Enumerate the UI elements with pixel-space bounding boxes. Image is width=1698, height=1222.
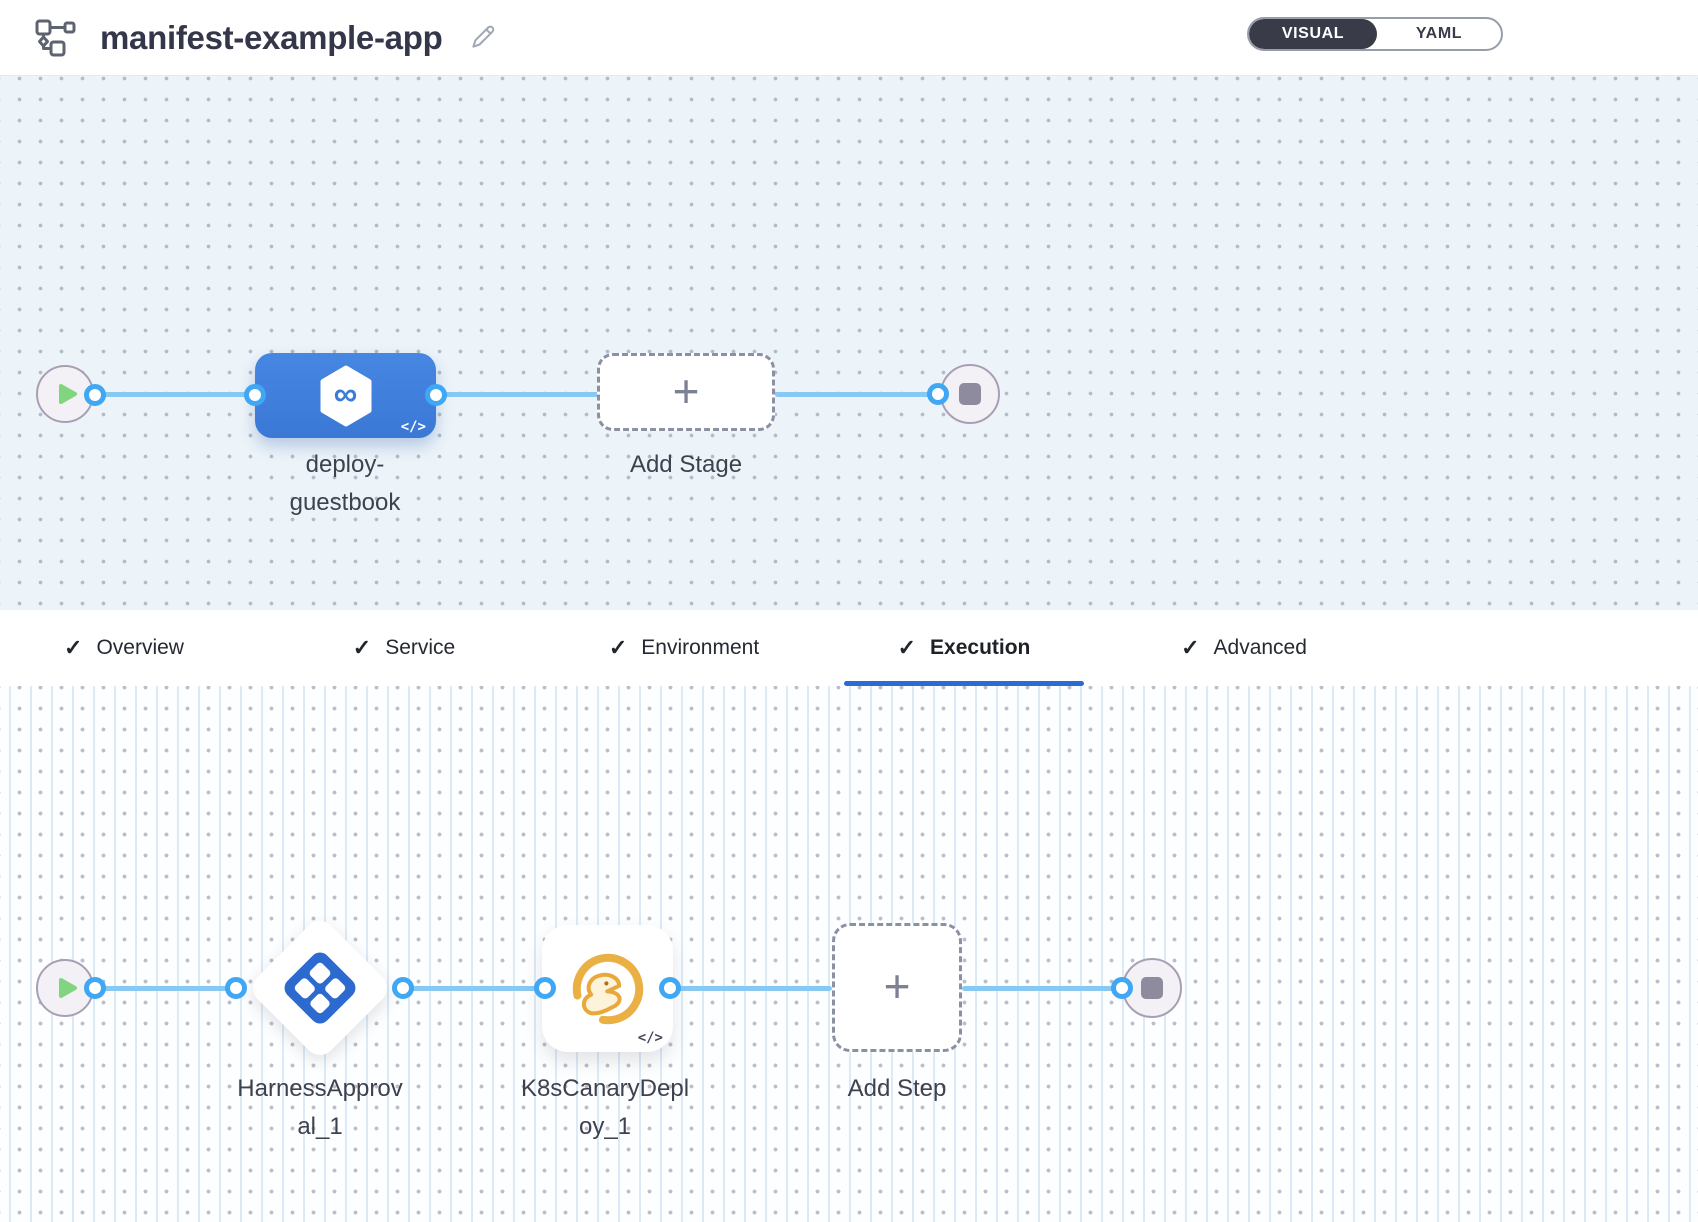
step-label-k8s-canary-deploy: K8sCanaryDepl oy_1 [520,1075,690,1140]
step-node-harness-approval[interactable] [246,914,394,1062]
connector-dot [927,383,949,405]
stop-icon [1141,977,1163,999]
step-node-k8s-canary-deploy[interactable]: </> [542,925,673,1052]
check-icon: ✓ [1181,635,1200,660]
tab-execution[interactable]: ✓ Execution [844,610,1084,686]
tab-label: Advanced [1213,636,1307,659]
execution-end-node [1122,958,1182,1018]
check-icon: ✓ [64,635,83,660]
edit-pipeline-name-button[interactable] [466,19,501,57]
pipeline-flowchart-icon [34,18,78,58]
connector-line [962,986,1122,991]
tab-label: Execution [930,636,1031,659]
connector-line [95,986,236,991]
visual-toggle-button[interactable]: VISUAL [1249,19,1377,49]
code-badge-icon: </> [400,419,426,435]
connector-dot [659,977,681,999]
tab-label: Overview [96,636,184,659]
connector-dot [1111,977,1133,999]
step-label-harness-approval: HarnessApprov al_1 [237,1075,403,1140]
connector-dot [84,384,106,406]
check-icon: ✓ [897,635,917,660]
check-icon: ✓ [352,635,372,660]
tab-advanced[interactable]: ✓ Advanced [1124,610,1364,686]
connector-dot [425,384,447,406]
play-icon [58,978,77,998]
infinity-icon: ∞ [333,375,358,412]
connector-line [403,986,545,991]
page-title: manifest-example-app [100,18,443,56]
stage-config-tabbar: ✓ Overview ✓ Service ✓ Environment ✓ Exe… [0,610,1698,686]
tab-service[interactable]: ✓ Service [284,610,524,686]
add-stage-label: Add Stage [629,451,743,478]
play-icon [58,384,77,404]
add-step-button[interactable]: + [832,923,962,1052]
connector-dot [244,384,266,406]
pencil-icon [470,23,497,53]
stage-label: deploy- guestbook [289,451,401,516]
canary-bird-icon [572,953,643,1024]
plus-icon: + [883,960,911,1012]
tab-overview[interactable]: ✓ Overview [4,610,244,686]
view-mode-toggle: VISUAL YAML [1247,17,1503,51]
add-stage-button[interactable]: + [597,353,775,431]
connector-line [436,392,599,397]
execution-graph-canvas: </> + HarnessApprov al_1 K8sCanaryDepl o… [0,686,1698,1222]
check-icon: ✓ [608,635,628,660]
pipeline-end-node [940,364,1000,424]
stage-node-deploy-guestbook[interactable]: ∞ </> [255,353,436,438]
connector-line [670,986,832,991]
stop-icon [959,383,981,405]
tab-label: Environment [641,636,760,659]
yaml-toggle-button[interactable]: YAML [1415,25,1463,42]
deploy-stage-hexagon-icon: ∞ [318,365,374,427]
stage-graph-canvas: ∞ </> + deploy- guestbook Add Stage [0,76,1698,610]
connector-dot [534,977,556,999]
tab-label: Service [385,636,456,659]
harness-approval-icon [280,948,360,1028]
code-badge-icon: </> [637,1030,663,1046]
plus-icon: + [672,364,700,417]
connector-dot [392,977,414,999]
connector-line [775,392,940,397]
tab-environment[interactable]: ✓ Environment [564,610,804,686]
header: manifest-example-app VISUAL YAML [0,0,1698,76]
add-step-label: Add Step [847,1075,947,1102]
connector-dot [225,977,247,999]
connector-dot [84,977,106,999]
connector-line [95,392,257,397]
